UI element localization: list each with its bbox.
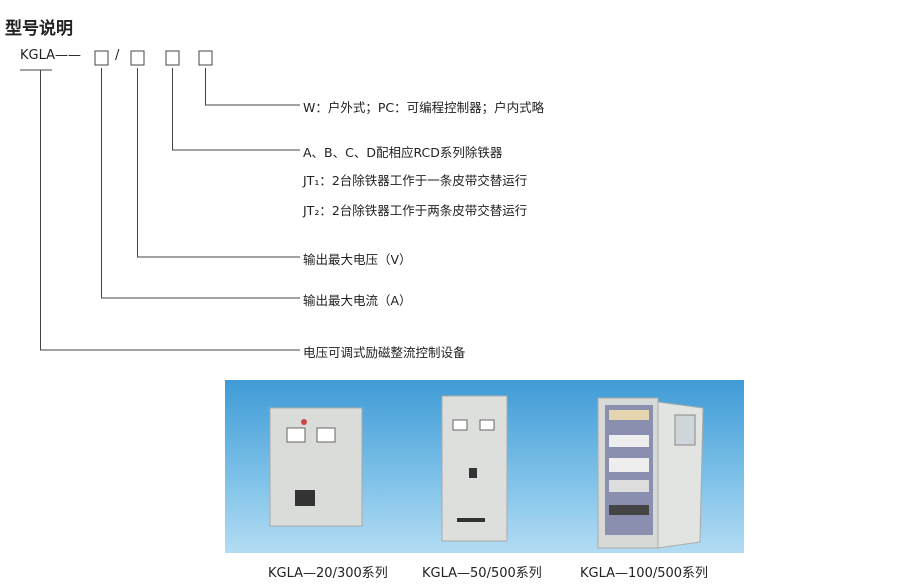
product-photo (225, 380, 744, 553)
cabinet-medium (441, 395, 508, 542)
desc-current: 输出最大电流（A） (303, 293, 412, 308)
caption-kgla-50-500: KGLA—50/500系列 (422, 566, 542, 581)
model-code-slash: / (115, 48, 120, 63)
code-box-current (94, 50, 109, 66)
code-box-option (198, 50, 213, 66)
model-diagram-lines (20, 50, 300, 351)
page-title: 型号说明 (5, 19, 73, 39)
desc-jt1: JT₁：2台除铁器工作于一条皮带交替运行 (303, 173, 528, 188)
desc-device: 电压可调式励磁整流控制设备 (303, 345, 466, 360)
caption-kgla-20-300: KGLA—20/300系列 (268, 566, 388, 581)
cabinet-illustrations (269, 395, 704, 549)
cabinet-open (597, 397, 704, 549)
desc-jt2: JT₂：2台除铁器工作于两条皮带交替运行 (303, 203, 528, 218)
model-code-prefix: KGLA—— (20, 48, 82, 63)
cabinet-small (269, 407, 363, 527)
code-box-type (165, 50, 180, 66)
desc-voltage: 输出最大电压（V） (303, 252, 412, 267)
desc-type: A、B、C、D配相应RCD系列除铁器 (303, 145, 503, 160)
desc-option: W：户外式；PC：可编程控制器；户内式略 (303, 100, 545, 115)
code-box-voltage (130, 50, 145, 66)
caption-kgla-100-500: KGLA—100/500系列 (580, 566, 709, 581)
